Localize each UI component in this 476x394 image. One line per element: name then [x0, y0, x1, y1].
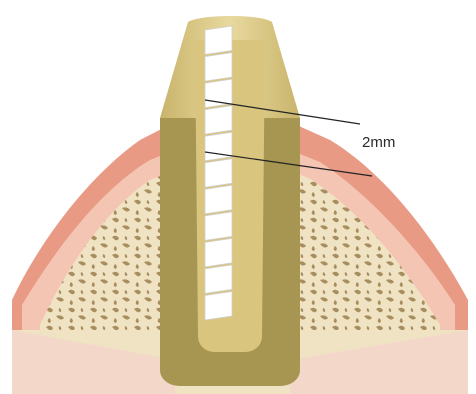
screw-thread-segment [205, 265, 232, 294]
screw-thread-segment [205, 53, 232, 82]
screw-thread-segment [205, 26, 232, 55]
screw-thread-segment [205, 238, 232, 267]
screw-thread-segment [205, 185, 232, 214]
annotation-2mm: 2mm [362, 134, 395, 151]
screw-thread-segment [205, 106, 232, 135]
screw-threads [205, 26, 232, 320]
screw-thread-segment [205, 159, 232, 188]
screw-thread-segment [205, 212, 232, 241]
screw-thread-segment [205, 291, 232, 320]
screw-thread-segment [205, 132, 232, 161]
